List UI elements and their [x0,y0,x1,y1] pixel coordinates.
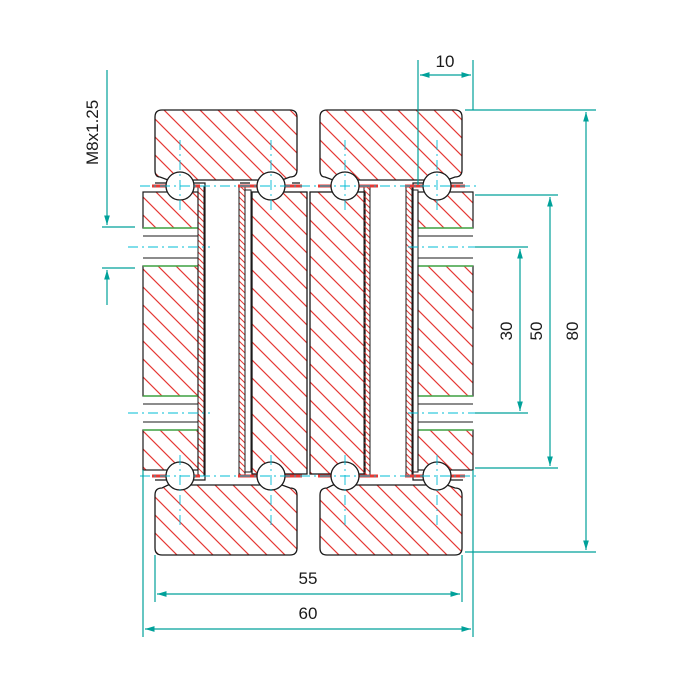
bottom-right-mount [319,484,463,556]
dim-10-label: 10 [436,52,455,71]
dim-80-label: 80 [563,322,582,341]
bottom-left-mount [154,484,298,556]
bottom-mount-blocks [154,484,463,556]
outer-rail-left [142,191,199,471]
dimension-labels: M8x1.25 10 30 50 80 55 60 [83,52,582,623]
dimension-lines [102,60,596,637]
dim-thread-label: M8x1.25 [83,100,102,165]
dim-30-label: 30 [497,322,516,341]
top-right-mount [319,109,463,181]
top-left-mount [154,109,298,181]
dim-60-label: 60 [299,604,318,623]
top-mount-blocks [154,109,463,181]
dim-50-label: 50 [527,322,546,341]
dim-55-label: 55 [299,569,318,588]
inner-blocks [251,191,366,475]
outer-rail-right [417,191,474,471]
slide-channels [152,182,465,481]
